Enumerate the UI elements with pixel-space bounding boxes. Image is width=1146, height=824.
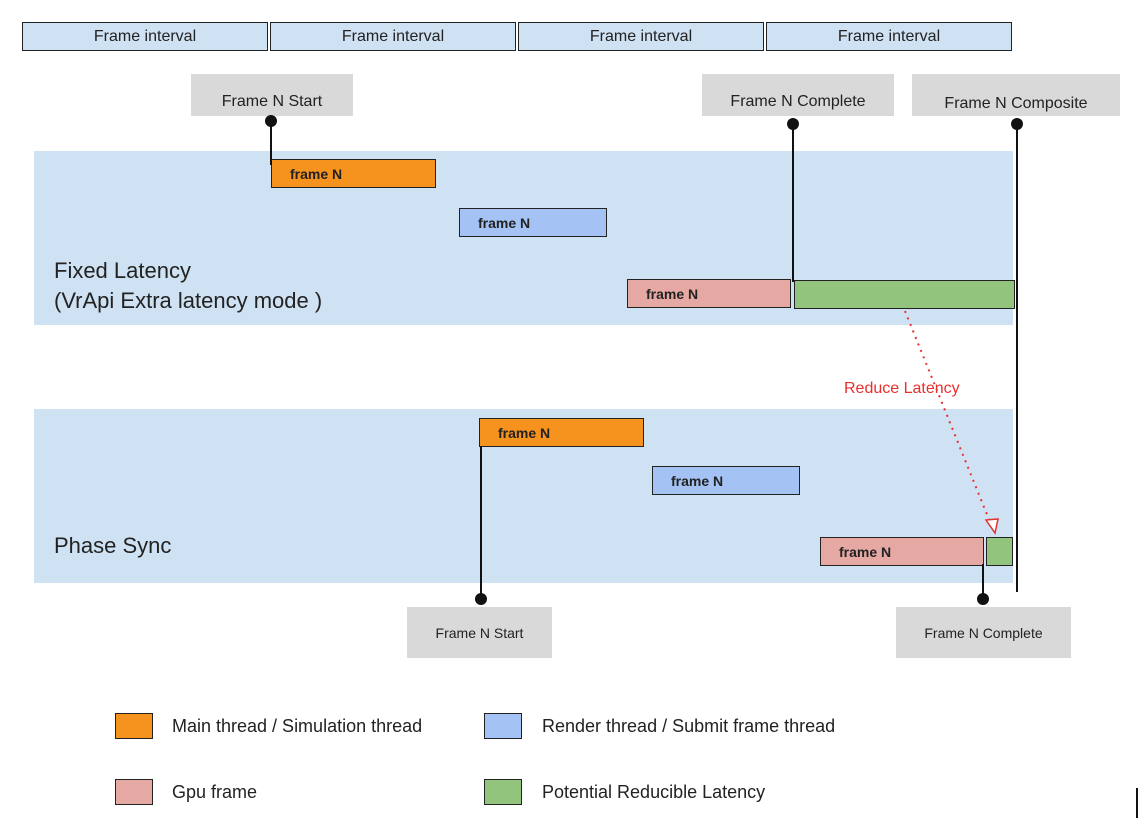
frame-interval-label: Frame interval [341, 27, 445, 45]
bar-label: frame N [290, 165, 343, 182]
marker-label: Frame N Start [221, 93, 323, 110]
bar-label: frame N [839, 543, 892, 560]
frame-interval-label: Frame interval [93, 27, 197, 45]
legend-swatch [115, 713, 153, 739]
marker-frame-start-bottom: Frame N Start [407, 607, 552, 658]
frame-interval-1: Frame interval [22, 22, 268, 51]
lane-title-line1: Fixed Latency [54, 258, 191, 283]
connector-complete-bottom [982, 564, 984, 598]
marker-dot [1011, 118, 1023, 130]
legend-label: Render thread / Submit frame thread [542, 716, 836, 736]
marker-dot [787, 118, 799, 130]
marker-dot [977, 593, 989, 605]
frame-interval-4: Frame interval [766, 22, 1012, 51]
bar-label: frame N [498, 424, 551, 441]
bar-gpu-frame-fixed: frame N [627, 279, 791, 308]
lane-title-line2: (VrApi Extra latency mode ) [54, 288, 323, 313]
bar-render-thread-fixed: frame N [459, 208, 607, 237]
legend-label: Gpu frame [172, 782, 258, 802]
bar-label: frame N [646, 285, 699, 302]
marker-label: Frame N Composite [944, 95, 1088, 112]
connector-composite [1016, 124, 1018, 592]
reduce-latency-label: Reduce Latency [844, 380, 960, 397]
bar-gpu-frame-phase: frame N [820, 537, 984, 566]
legend-label: Main thread / Simulation thread [172, 716, 423, 736]
bar-main-thread-phase: frame N [479, 418, 644, 447]
legend-swatch [484, 713, 522, 739]
marker-dot [265, 115, 277, 127]
reduce-latency-arrow-head [984, 518, 999, 535]
marker-label: Frame N Start [435, 624, 524, 641]
legend-label: Potential Reducible Latency [542, 782, 766, 802]
legend-swatch [115, 779, 153, 805]
bar-reducible-latency-phase [986, 537, 1013, 566]
legend-swatch [484, 779, 522, 805]
marker-frame-complete-bottom: Frame N Complete [896, 607, 1071, 658]
lane-title-phase-sync: Phase Sync [54, 533, 172, 558]
frame-interval-label: Frame interval [589, 27, 693, 45]
bar-render-thread-phase: frame N [652, 466, 800, 495]
frame-interval-2: Frame interval [270, 22, 516, 51]
bar-reducible-latency-fixed [794, 280, 1015, 309]
marker-frame-complete-top: Frame N Complete [702, 74, 894, 116]
text-cursor [1136, 788, 1138, 818]
marker-label: Frame N Complete [730, 93, 866, 110]
frame-interval-label: Frame interval [837, 27, 941, 45]
marker-dot [475, 593, 487, 605]
reduce-latency-arrow-line [904, 310, 991, 523]
connector-start-bottom [480, 446, 482, 598]
bar-main-thread-fixed: frame N [271, 159, 436, 188]
connector-complete-top [792, 124, 794, 282]
marker-frame-composite: Frame N Composite [912, 74, 1120, 116]
bar-label: frame N [478, 214, 531, 231]
frame-interval-3: Frame interval [518, 22, 764, 51]
marker-frame-start-top: Frame N Start [191, 74, 353, 116]
bar-label: frame N [671, 472, 724, 489]
connector-start-top [270, 121, 272, 165]
lane-title-fixed-latency: Fixed Latency (VrApi Extra latency mode … [54, 256, 322, 316]
marker-label: Frame N Complete [924, 624, 1043, 641]
